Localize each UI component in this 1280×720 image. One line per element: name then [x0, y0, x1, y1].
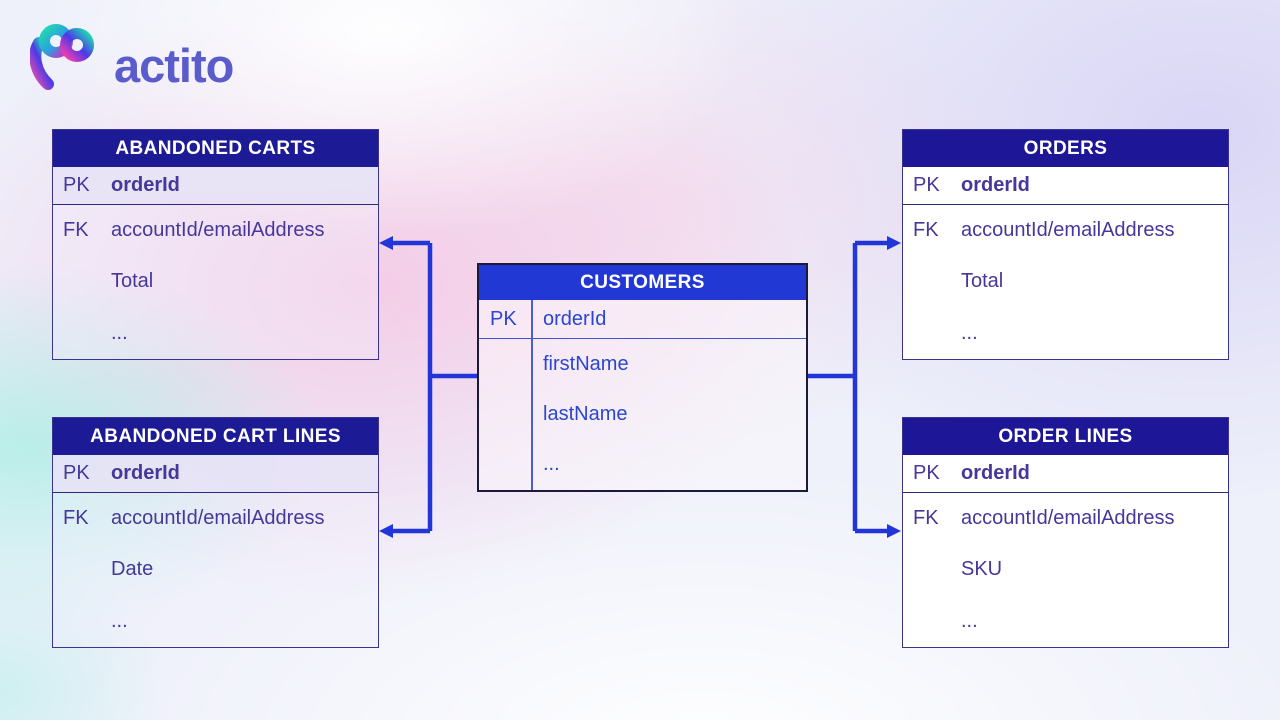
entity-order-lines: ORDER LINES PK orderId FK accountId/emai… [902, 417, 1229, 648]
pk-key-label: PK [913, 174, 940, 196]
entity-body: FK accountId/emailAddress Date ... [53, 493, 378, 647]
field-row: Total [903, 256, 1228, 307]
fk-field-name: accountId/emailAddress [111, 507, 325, 530]
pk-field-name: orderId [543, 307, 607, 330]
brand-logo: actito [30, 22, 234, 94]
ellipsis-row: ... [53, 308, 378, 359]
pk-row: PK orderId [479, 300, 806, 339]
pk-row: PK orderId [53, 167, 378, 205]
fk-row: FK accountId/emailAddress [903, 493, 1228, 544]
field-name: lastName [543, 402, 628, 425]
connector-left [391, 240, 477, 534]
entity-title: CUSTOMERS [479, 265, 806, 300]
entity-title: ABANDONED CARTS [53, 130, 378, 167]
pk-key-label: PK [63, 174, 90, 196]
pk-key-label: PK [490, 307, 517, 330]
ellipsis-row: ... [53, 596, 378, 647]
fk-field-name: accountId/emailAddress [961, 507, 1175, 530]
ellipsis-row: ... [903, 308, 1228, 359]
entity-abandoned-cart-lines: ABANDONED CART LINES PK orderId FK accou… [52, 417, 379, 648]
entity-orders: ORDERS PK orderId FK accountId/emailAddr… [902, 129, 1229, 360]
entity-title: ABANDONED CART LINES [53, 418, 378, 455]
entity-title: ORDERS [903, 130, 1228, 167]
ellipsis: ... [543, 453, 560, 476]
field-name: Total [111, 270, 154, 293]
pk-field-name: orderId [111, 462, 180, 484]
entity-body: firstName lastName ... [479, 339, 806, 490]
arrowhead-abandoned-cart-lines [379, 524, 393, 538]
pk-field-name: orderId [961, 462, 1030, 484]
heart-ribbon-logo-icon [30, 24, 94, 90]
pk-field-name: orderId [961, 174, 1030, 196]
brand-wordmark: actito [114, 38, 234, 92]
ellipsis-row: ... [479, 440, 806, 490]
fk-field-name: accountId/emailAddress [111, 219, 325, 242]
connector-right [808, 240, 890, 534]
pk-row: PK orderId [53, 455, 378, 493]
fk-key-label: FK [913, 219, 939, 242]
fk-key-label: FK [913, 507, 939, 530]
pk-key-label: PK [63, 462, 90, 484]
ellipsis: ... [961, 609, 978, 632]
ellipsis: ... [961, 321, 978, 344]
ellipsis: ... [111, 609, 128, 632]
fk-row: FK accountId/emailAddress [53, 493, 378, 544]
fk-key-label: FK [63, 507, 89, 530]
arrowhead-order-lines [887, 524, 901, 538]
entity-abandoned-carts: ABANDONED CARTS PK orderId FK accountId/… [52, 129, 379, 360]
field-row: lastName [479, 389, 806, 439]
fk-row: FK accountId/emailAddress [53, 205, 378, 256]
fk-row: FK accountId/emailAddress [903, 205, 1228, 256]
fk-key-label: FK [63, 219, 89, 242]
entity-customers: CUSTOMERS PK orderId firstName lastName … [477, 263, 808, 492]
field-row: firstName [479, 339, 806, 389]
ellipsis-row: ... [903, 596, 1228, 647]
entity-body: FK accountId/emailAddress Total ... [53, 205, 378, 359]
pk-key-label: PK [913, 462, 940, 484]
entity-body: FK accountId/emailAddress SKU ... [903, 493, 1228, 647]
field-name: Date [111, 558, 154, 581]
field-row: Date [53, 544, 378, 595]
entity-body: FK accountId/emailAddress Total ... [903, 205, 1228, 359]
field-row: Total [53, 256, 378, 307]
field-name: Total [961, 270, 1004, 293]
field-name: SKU [961, 558, 1003, 581]
pk-row: PK orderId [903, 167, 1228, 205]
pk-column-divider [531, 300, 533, 490]
field-row: SKU [903, 544, 1228, 595]
entity-title: ORDER LINES [903, 418, 1228, 455]
pk-row: PK orderId [903, 455, 1228, 493]
arrowhead-abandoned-carts [379, 236, 393, 250]
ellipsis: ... [111, 321, 128, 344]
fk-field-name: accountId/emailAddress [961, 219, 1175, 242]
pk-field-name: orderId [111, 174, 180, 196]
arrowhead-orders [887, 236, 901, 250]
field-name: firstName [543, 352, 629, 375]
